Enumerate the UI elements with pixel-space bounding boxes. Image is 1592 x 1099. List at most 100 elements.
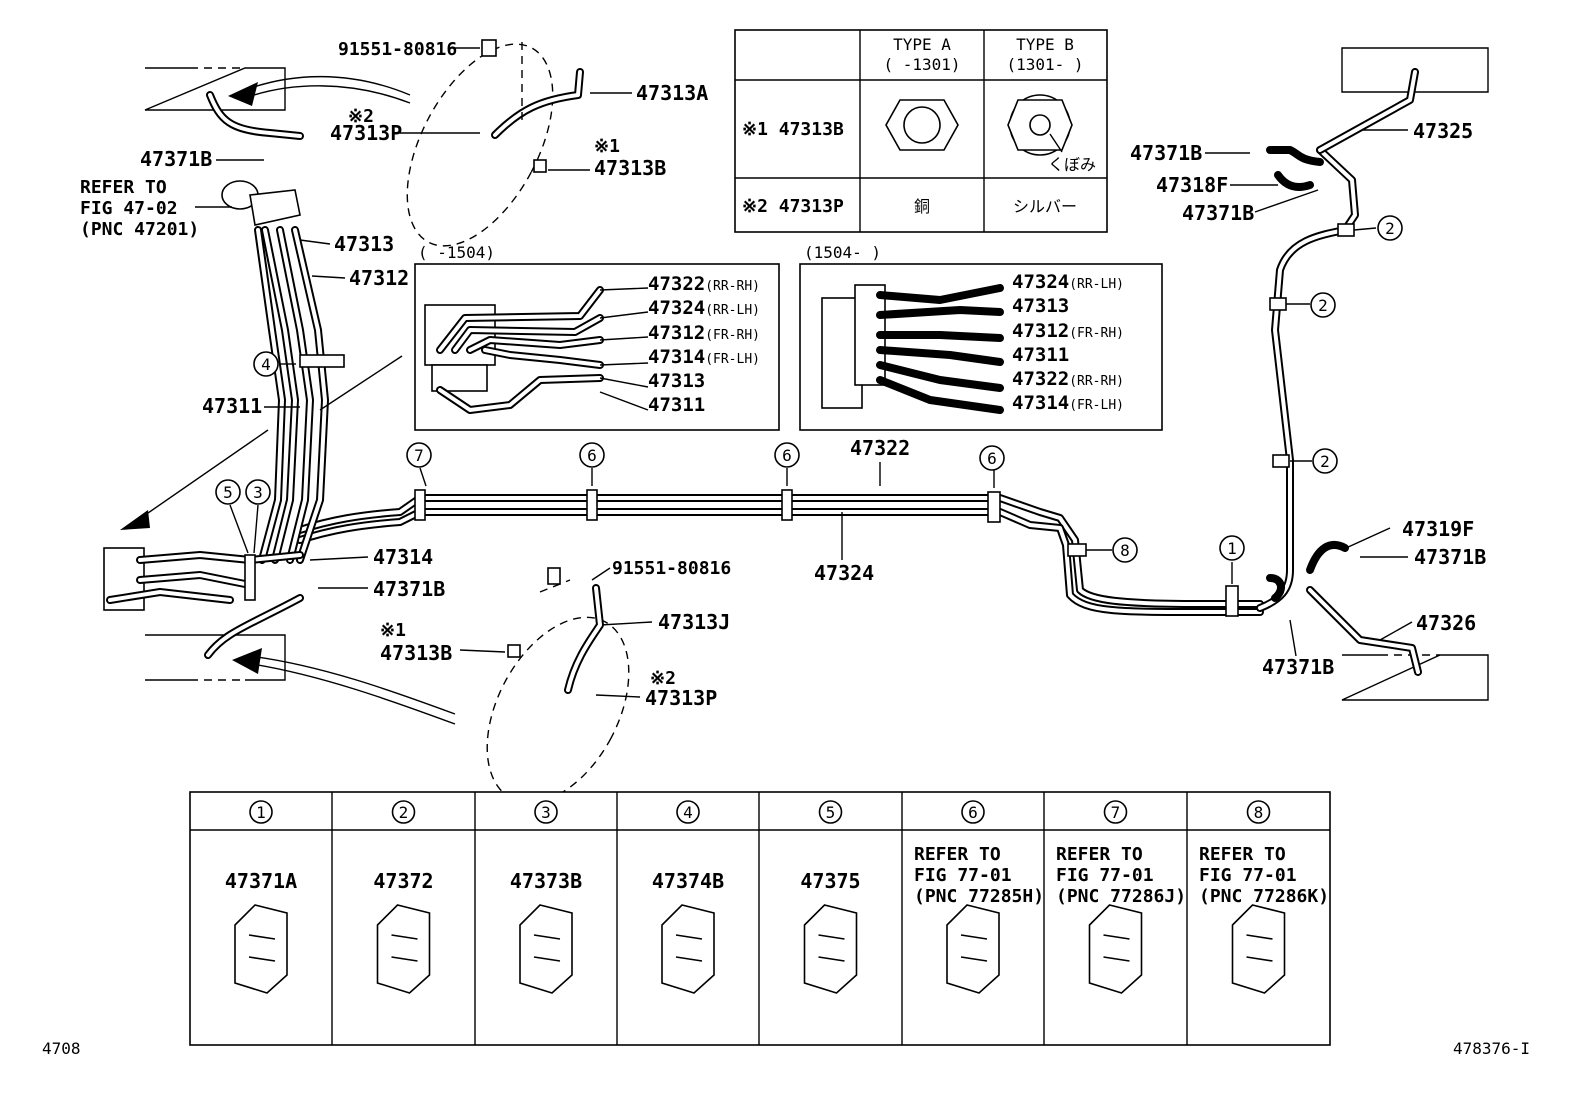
row2-label: ※2 47313P (742, 196, 844, 217)
callout-8: 8 (1120, 541, 1130, 560)
main-pipe-run (103, 146, 1359, 616)
inset-right-item-number: 47314 (1012, 392, 1070, 415)
inset-left-item: 47313 (648, 369, 778, 393)
inset-right-item-tag: (RR-LH) (1069, 277, 1124, 292)
inset-right-item-number: 47322 (1012, 368, 1070, 391)
callout-7a: 7 (414, 446, 424, 465)
clip-refer-text: (PNC 77286J) (1056, 886, 1186, 907)
inset-left-item-tag: (FR-RH) (705, 327, 760, 343)
mark1-top: ※1 (594, 136, 620, 157)
label-47371B-r3: 47371B (1414, 545, 1486, 569)
callout-5: 5 (223, 483, 233, 502)
inset-left-item: 47322(RR-RH) (648, 272, 778, 296)
inset-left-item-number: 47311 (648, 394, 706, 417)
clip-illustration-icon (946, 904, 1000, 994)
pipe-clips (244, 223, 1355, 617)
callout-2c: 2 (1385, 219, 1395, 238)
clip-illustration-icon (661, 904, 715, 994)
clip-illustration-icon (803, 904, 858, 994)
inset-right: (1504- ) (799, 243, 1163, 431)
inset-right-item: 47324(RR-LH) (1012, 270, 1162, 294)
clip-callout-number: 6 (968, 803, 978, 822)
corner-right-code: 478376-I (1453, 1039, 1530, 1058)
callout-6c: 6 (987, 449, 997, 468)
clip-refer-text: (PNC 77285H) (914, 886, 1044, 907)
inset-left-item-tag: (FR-LH) (705, 351, 760, 367)
clip-callout-circle (676, 800, 700, 824)
row1-label: ※1 47313B (742, 119, 844, 140)
inset-right-item: 47311 (1012, 343, 1162, 367)
label-91551-top: 91551-80816 (338, 39, 457, 60)
direction-arrows (120, 75, 456, 725)
label-47313: 47313 (334, 232, 394, 256)
inset-left-items: 47322(RR-RH)47324(RR-LH)47312(FR-RH) 4731… (648, 272, 778, 418)
clip-callout-circle (534, 800, 558, 824)
clip-part-number: 47371A (225, 869, 297, 893)
clip-callout-number: 3 (541, 803, 551, 822)
callout-1: 1 (1227, 539, 1237, 558)
inset-left: ( -1504) (414, 243, 780, 431)
inset-left-item: 47314(FR-LH) (648, 345, 778, 369)
inset-left-item-number: 47312 (648, 321, 706, 344)
label-47325: 47325 (1413, 119, 1473, 143)
clip-illustration-icon (519, 904, 573, 994)
clip-refer-text: REFER TO (1056, 844, 1143, 865)
clip-part-number: 47372 (373, 869, 433, 893)
inset-right-item: 47322(RR-RH) (1012, 367, 1162, 391)
type-b-header: TYPE B (1016, 35, 1074, 54)
type-b-range: (1301- ) (1006, 55, 1083, 74)
clip-part-number: 47373B (510, 869, 582, 893)
callout-4: 4 (261, 355, 271, 374)
clip-refer-text: FIG 77-01 (914, 865, 1012, 886)
clip-callout-circle (961, 800, 985, 824)
clip-refer-text: FIG 77-01 (1056, 865, 1154, 886)
clip-callout-number: 1 (256, 803, 266, 822)
clip-callout-number: 4 (683, 803, 693, 822)
clip-callout-circle (249, 800, 273, 824)
label-47318F: 47318F (1156, 173, 1228, 197)
type-table: TYPE A ( -1301) TYPE B (1301- ) ※1 47313… (734, 29, 1108, 233)
inset-left-item: 47311 (648, 393, 778, 417)
label-47313A: 47313A (636, 81, 708, 105)
label-47326: 47326 (1416, 611, 1476, 635)
inset-right-title: (1504- ) (804, 243, 881, 262)
label-47311: 47311 (202, 394, 262, 418)
clip-illustration-icon (376, 904, 431, 994)
kubomi-label: くぼみ (1048, 155, 1096, 174)
callout-6a: 6 (587, 446, 597, 465)
label-91551-mid: 91551-80816 (612, 558, 731, 579)
label-47371B-left: 47371B (140, 147, 212, 171)
label-47312: 47312 (349, 266, 409, 290)
label-47313J: 47313J (658, 610, 730, 634)
inset-left-item-number: 47314 (648, 345, 706, 368)
clip-table (189, 791, 1331, 1046)
inset-right-item-tag: (FR-RH) (1069, 325, 1124, 341)
inset-right-item: 47312(FR-RH) (1012, 319, 1162, 343)
label-47313P-top: 47313P (330, 121, 402, 145)
clip-refer-text: REFER TO (1199, 844, 1286, 865)
clip-illustration-icon (1088, 904, 1143, 994)
clip-refer-text: (PNC 77286K) (1199, 886, 1329, 907)
label-47371B-mid: 47371B (373, 577, 445, 601)
inset-left-item-tag: (RR-LH) (705, 303, 760, 319)
inset-right-item-number: 47311 (1012, 343, 1070, 366)
label-47371B-r2: 47371B (1182, 201, 1254, 225)
leader-lines (195, 47, 1413, 698)
inset-left-title: ( -1504) (418, 243, 495, 262)
mark1-mid: ※1 (380, 620, 406, 641)
label-47322: 47322 (850, 436, 910, 460)
callout-2b: 2 (1318, 296, 1328, 315)
inset-right-item-number: 47324 (1012, 271, 1070, 293)
clip-callout-number: 8 (1254, 803, 1264, 822)
inset-right-item: 47314(FR-LH) (1012, 391, 1162, 415)
detail-ellipses (406, 39, 630, 804)
inset-left-item-tag: (RR-RH) (705, 279, 760, 294)
row2-type-b-value: シルバー (1013, 197, 1077, 216)
label-47319F: 47319F (1402, 517, 1474, 541)
clip-illustration-icon (1231, 904, 1286, 994)
refer-line2: FIG 47-02 (80, 198, 178, 219)
part-labels: 91551-80816 47313A ※2 47313P ※1 47313B 4… (80, 39, 1486, 710)
inset-left-item: 47324(RR-LH) (648, 296, 778, 320)
label-47313P-mid: 47313P (645, 686, 717, 710)
